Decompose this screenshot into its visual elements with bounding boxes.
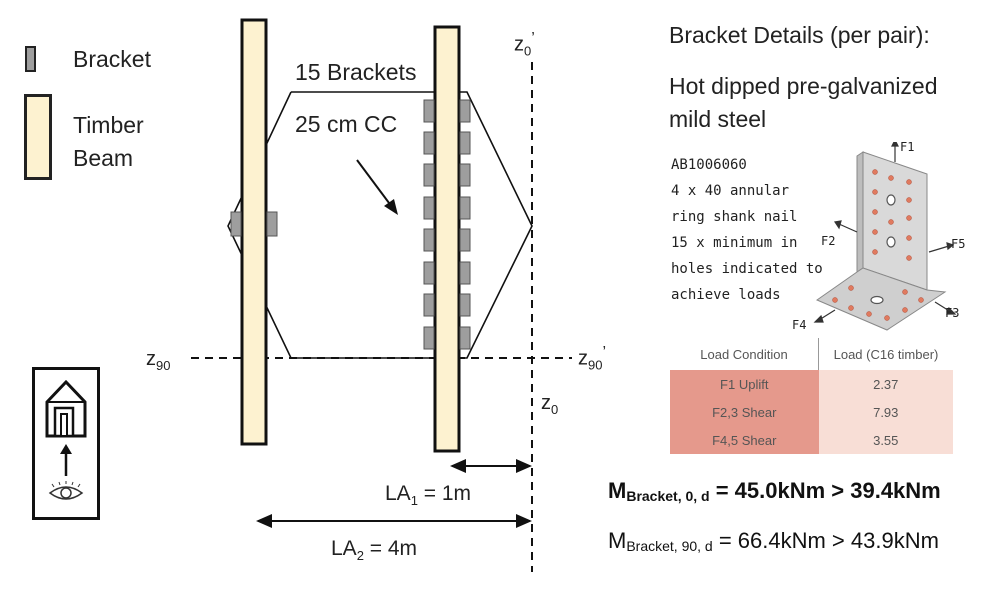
- bracket: [459, 196, 471, 220]
- table-row: F2,3 Shear 7.93: [670, 398, 953, 426]
- material-line-1: Hot dipped pre-galvanized: [669, 73, 938, 99]
- force-label-f4: F4: [792, 318, 807, 332]
- force-label-f3: F3: [945, 306, 960, 320]
- axis-z0-bottom-label: z0: [541, 392, 559, 417]
- bracket: [423, 131, 435, 155]
- table-cell: 7.93: [818, 398, 953, 426]
- timber-beam-left: [240, 18, 268, 446]
- bracket: [423, 293, 435, 317]
- load-table: Load Condition Load (C16 timber) F1 Upli…: [670, 338, 953, 454]
- moment-0-result: MBracket, 0, d = 45.0kNm > 39.4kNm: [608, 478, 941, 504]
- house-icon: [45, 379, 87, 476]
- spacing-label: 25 cm CC: [295, 111, 398, 137]
- bracket: [459, 131, 471, 155]
- bracket: [459, 99, 471, 123]
- bracket: [459, 326, 471, 350]
- product-code: AB1006060: [671, 157, 747, 173]
- bracket: [459, 293, 471, 317]
- bracket: [459, 261, 471, 285]
- table-cell: F4,5 Shear: [670, 426, 819, 454]
- force-label-f5: F5: [951, 237, 966, 251]
- bracket: [459, 163, 471, 187]
- legend-timber-swatch: [24, 94, 52, 180]
- bracket: [423, 196, 435, 220]
- bracket: [423, 163, 435, 187]
- brackets-count-label: 15 Brackets: [295, 59, 417, 85]
- bracket: [423, 99, 435, 123]
- table-cell: F1 Uplift: [670, 370, 819, 398]
- bracket: [230, 211, 242, 237]
- nail-line-3: 15 x minimum in: [671, 235, 798, 251]
- pointer-arrow: [356, 159, 393, 208]
- nail-line-2: ring shank nail: [671, 209, 798, 225]
- table-row: F1 Uplift 2.37: [670, 370, 953, 398]
- bracket: [459, 228, 471, 252]
- nail-line-4: holes indicated to: [671, 261, 823, 277]
- nail-spec: AB1006060 4 x 40 annular ring shank nail…: [671, 152, 823, 308]
- details-heading: Bracket Details (per pair):: [669, 22, 930, 48]
- pointer-arrowhead: [384, 199, 398, 215]
- legend-bracket-swatch: [25, 46, 36, 72]
- nail-line-5: achieve loads: [671, 287, 781, 303]
- axis-z90-right-label: z90’: [578, 344, 607, 373]
- bracket: [423, 228, 435, 252]
- material-line-2: mild steel: [669, 106, 767, 132]
- bracket-group: [423, 99, 471, 350]
- axis-z90-left-label: z90: [146, 348, 171, 373]
- timber-beam-right: [433, 25, 461, 453]
- la2-label: LA2 = 4m: [331, 537, 418, 564]
- table-row: F4,5 Shear 3.55: [670, 426, 953, 454]
- table-cell: F2,3 Shear: [670, 398, 819, 426]
- nail-line-1: 4 x 40 annular: [671, 183, 790, 199]
- legend-bracket-label: Bracket: [73, 46, 151, 72]
- load-table-header: Load Condition Load (C16 timber): [670, 338, 953, 370]
- view-direction-box: [32, 367, 100, 520]
- axis-z0-top-label: z0’: [514, 30, 535, 59]
- load-table-header-cell: Load (C16 timber): [818, 338, 953, 370]
- load-table-header-cell: Load Condition: [670, 338, 819, 370]
- load-outline: [227, 91, 533, 359]
- bracket: [266, 211, 278, 237]
- table-cell: 3.55: [818, 426, 953, 454]
- angle-bracket-illustration: [813, 142, 957, 331]
- legend-timber-label-1: Timber: [73, 112, 144, 138]
- legend-timber-label-2: Beam: [73, 145, 134, 171]
- eye-icon: [48, 481, 84, 500]
- bracket: [423, 261, 435, 285]
- la1-label: LA1 = 1m: [385, 482, 472, 509]
- force-label-f1: F1: [900, 140, 915, 154]
- bracket: [423, 326, 435, 350]
- table-cell: 2.37: [818, 370, 953, 398]
- force-label-f2: F2: [821, 234, 836, 248]
- timber-bracket-diagram: [191, 18, 572, 572]
- moment-90-result: MBracket, 90, d = 66.4kNm > 43.9kNm: [608, 528, 939, 554]
